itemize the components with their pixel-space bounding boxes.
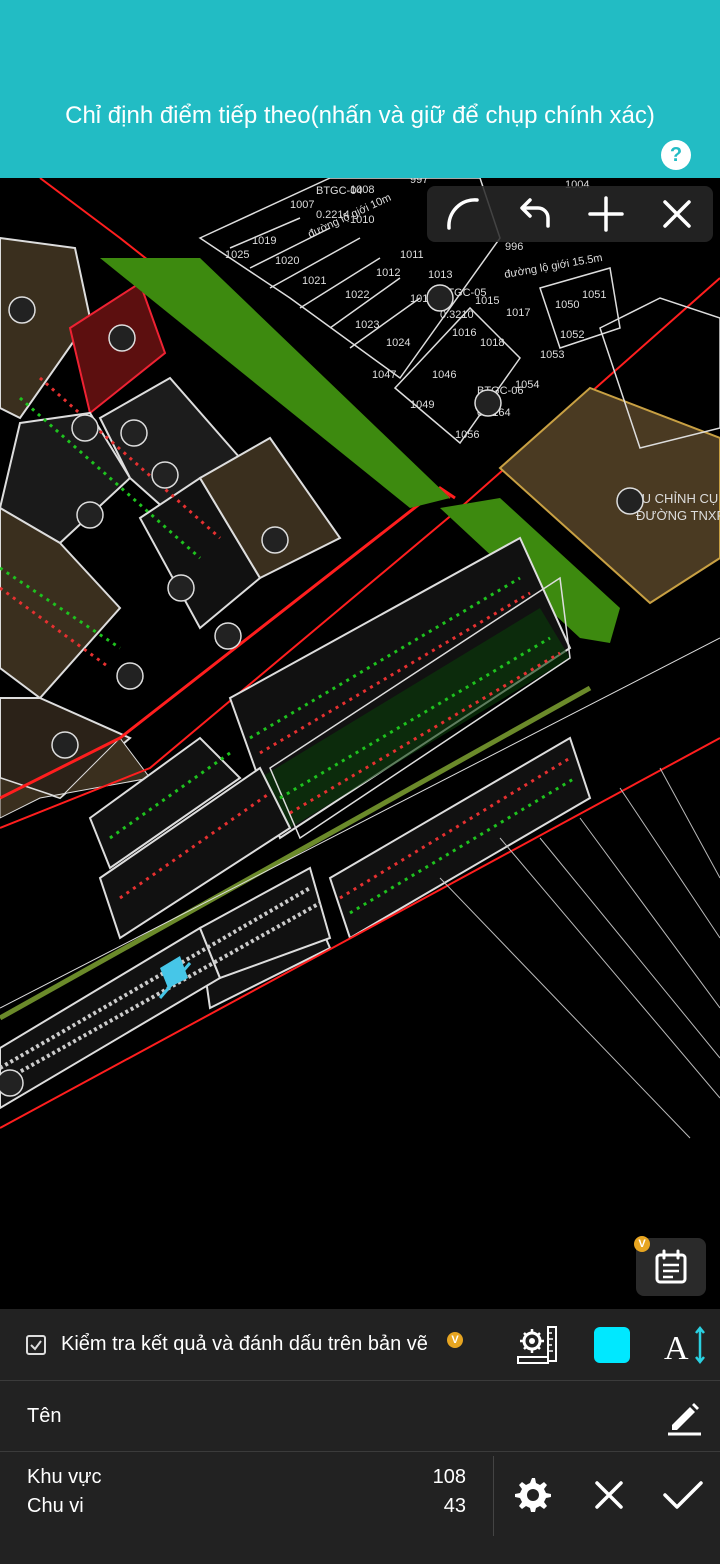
road-median: [0, 685, 592, 1021]
cad-drawing-canvas[interactable]: ĐIỀU CHỈNH CỤ ĐƯỜNG TNXP BTGC-04 BTGC-05…: [0, 178, 720, 1309]
svg-text:A: A: [664, 1330, 689, 1367]
plus-icon: [588, 196, 624, 232]
settings-button[interactable]: [508, 1470, 558, 1520]
svg-text:1049: 1049: [410, 399, 434, 411]
vip-badge: V: [634, 1236, 650, 1252]
svg-text:0.3210: 0.3210: [440, 309, 474, 321]
svg-text:1054: 1054: [515, 379, 539, 391]
svg-text:1050: 1050: [555, 299, 579, 311]
svg-text:1025: 1025: [225, 249, 249, 261]
gear-ruler-icon: [517, 1326, 557, 1364]
add-point-button[interactable]: [578, 186, 634, 242]
parcel-text-1: ĐIỀU CHỈNH CỤ: [620, 491, 718, 506]
undo-button[interactable]: [506, 186, 562, 242]
perimeter-value: 43: [443, 1495, 466, 1517]
svg-text:1007: 1007: [290, 199, 314, 211]
notes-button[interactable]: V: [634, 1236, 706, 1296]
results-row: Khu vực 108 Chu vi 43: [0, 1452, 720, 1564]
vip-badge-checkbox: V: [447, 1332, 463, 1348]
svg-text:1052: 1052: [560, 329, 584, 341]
instruction-text: Chỉ định điểm tiếp theo(nhấn và giữ để c…: [65, 102, 655, 129]
svg-text:1023: 1023: [355, 319, 379, 331]
svg-text:1015: 1015: [475, 295, 499, 307]
check-icon: [30, 1340, 42, 1351]
text-size-icon: A: [664, 1325, 705, 1367]
undo-icon: [520, 198, 550, 228]
svg-text:1056: 1056: [455, 429, 479, 441]
svg-text:1016: 1016: [452, 327, 476, 339]
svg-text:1018: 1018: [480, 337, 504, 349]
measure-settings-button[interactable]: [516, 1323, 560, 1367]
arc-icon: [446, 198, 479, 230]
svg-text:1024: 1024: [386, 337, 410, 349]
mark-result-checkbox[interactable]: [26, 1335, 46, 1355]
parcel-text-2: ĐƯỜNG TNXP: [636, 508, 720, 523]
green-strip: [100, 258, 450, 508]
svg-text:1020: 1020: [275, 255, 299, 267]
svg-text:1021: 1021: [302, 275, 326, 287]
svg-text:1019: 1019: [252, 235, 276, 247]
discard-button[interactable]: [584, 1470, 634, 1520]
close-icon: [595, 1481, 623, 1509]
cad-drawing: ĐIỀU CHỈNH CỤ ĐƯỜNG TNXP BTGC-04 BTGC-05…: [0, 178, 720, 1139]
text-size-button[interactable]: A: [662, 1323, 706, 1367]
svg-text:1051: 1051: [582, 289, 606, 301]
svg-text:1012: 1012: [376, 267, 400, 279]
svg-text:đường lộ giới 15.5m: đường lộ giới 15.5m: [503, 252, 603, 281]
edit-name-button[interactable]: [664, 1397, 704, 1437]
mark-result-label: Kiểm tra kết quả và đánh dấu trên bản vẽ: [61, 1333, 428, 1355]
help-button[interactable]: ?: [661, 140, 691, 170]
drawing-toolbar: [427, 186, 713, 242]
perimeter-label: Chu vi: [27, 1495, 84, 1517]
svg-text:0.2214: 0.2214: [316, 209, 350, 221]
svg-text:BTGC-04: BTGC-04: [316, 185, 362, 197]
svg-text:1046: 1046: [432, 369, 456, 381]
lot-hatching: [0, 376, 576, 915]
svg-text:1008: 1008: [350, 184, 374, 196]
svg-text:1010: 1010: [350, 214, 374, 226]
svg-text:1017: 1017: [506, 307, 530, 319]
svg-text:1047: 1047: [372, 369, 396, 381]
name-row[interactable]: Tên: [0, 1381, 720, 1452]
confirm-button[interactable]: [658, 1470, 708, 1520]
svg-text:996: 996: [505, 241, 523, 253]
svg-text:1022: 1022: [345, 289, 369, 301]
checkmark-icon: [663, 1481, 703, 1509]
diagonal-lines: [439, 767, 720, 1139]
lot-blocks-upper-left: [0, 236, 342, 819]
circle-markers: [0, 284, 644, 1097]
area-value: 108: [432, 1466, 466, 1488]
measurement-panel: Kiểm tra kết quả và đánh dấu trên bản vẽ…: [0, 1309, 720, 1564]
close-icon: [663, 200, 691, 228]
gear-icon: [515, 1478, 551, 1512]
cancel-button[interactable]: [649, 186, 705, 242]
svg-text:997: 997: [410, 178, 428, 186]
color-picker-swatch[interactable]: [594, 1327, 630, 1363]
area-label: Khu vực: [27, 1466, 102, 1488]
measure-marker: [158, 956, 192, 999]
arc-button[interactable]: [435, 186, 491, 242]
svg-text:1013: 1013: [428, 269, 452, 281]
calendar-icon: [655, 1249, 687, 1284]
name-label: Tên: [27, 1405, 62, 1427]
instruction-banner: Chỉ định điểm tiếp theo(nhấn và giữ để c…: [0, 0, 720, 178]
divider: [493, 1456, 494, 1536]
svg-text:1053: 1053: [540, 349, 564, 361]
pencil-icon: [668, 1403, 701, 1436]
options-row: Kiểm tra kết quả và đánh dấu trên bản vẽ…: [0, 1309, 720, 1381]
svg-text:1011: 1011: [400, 249, 424, 261]
